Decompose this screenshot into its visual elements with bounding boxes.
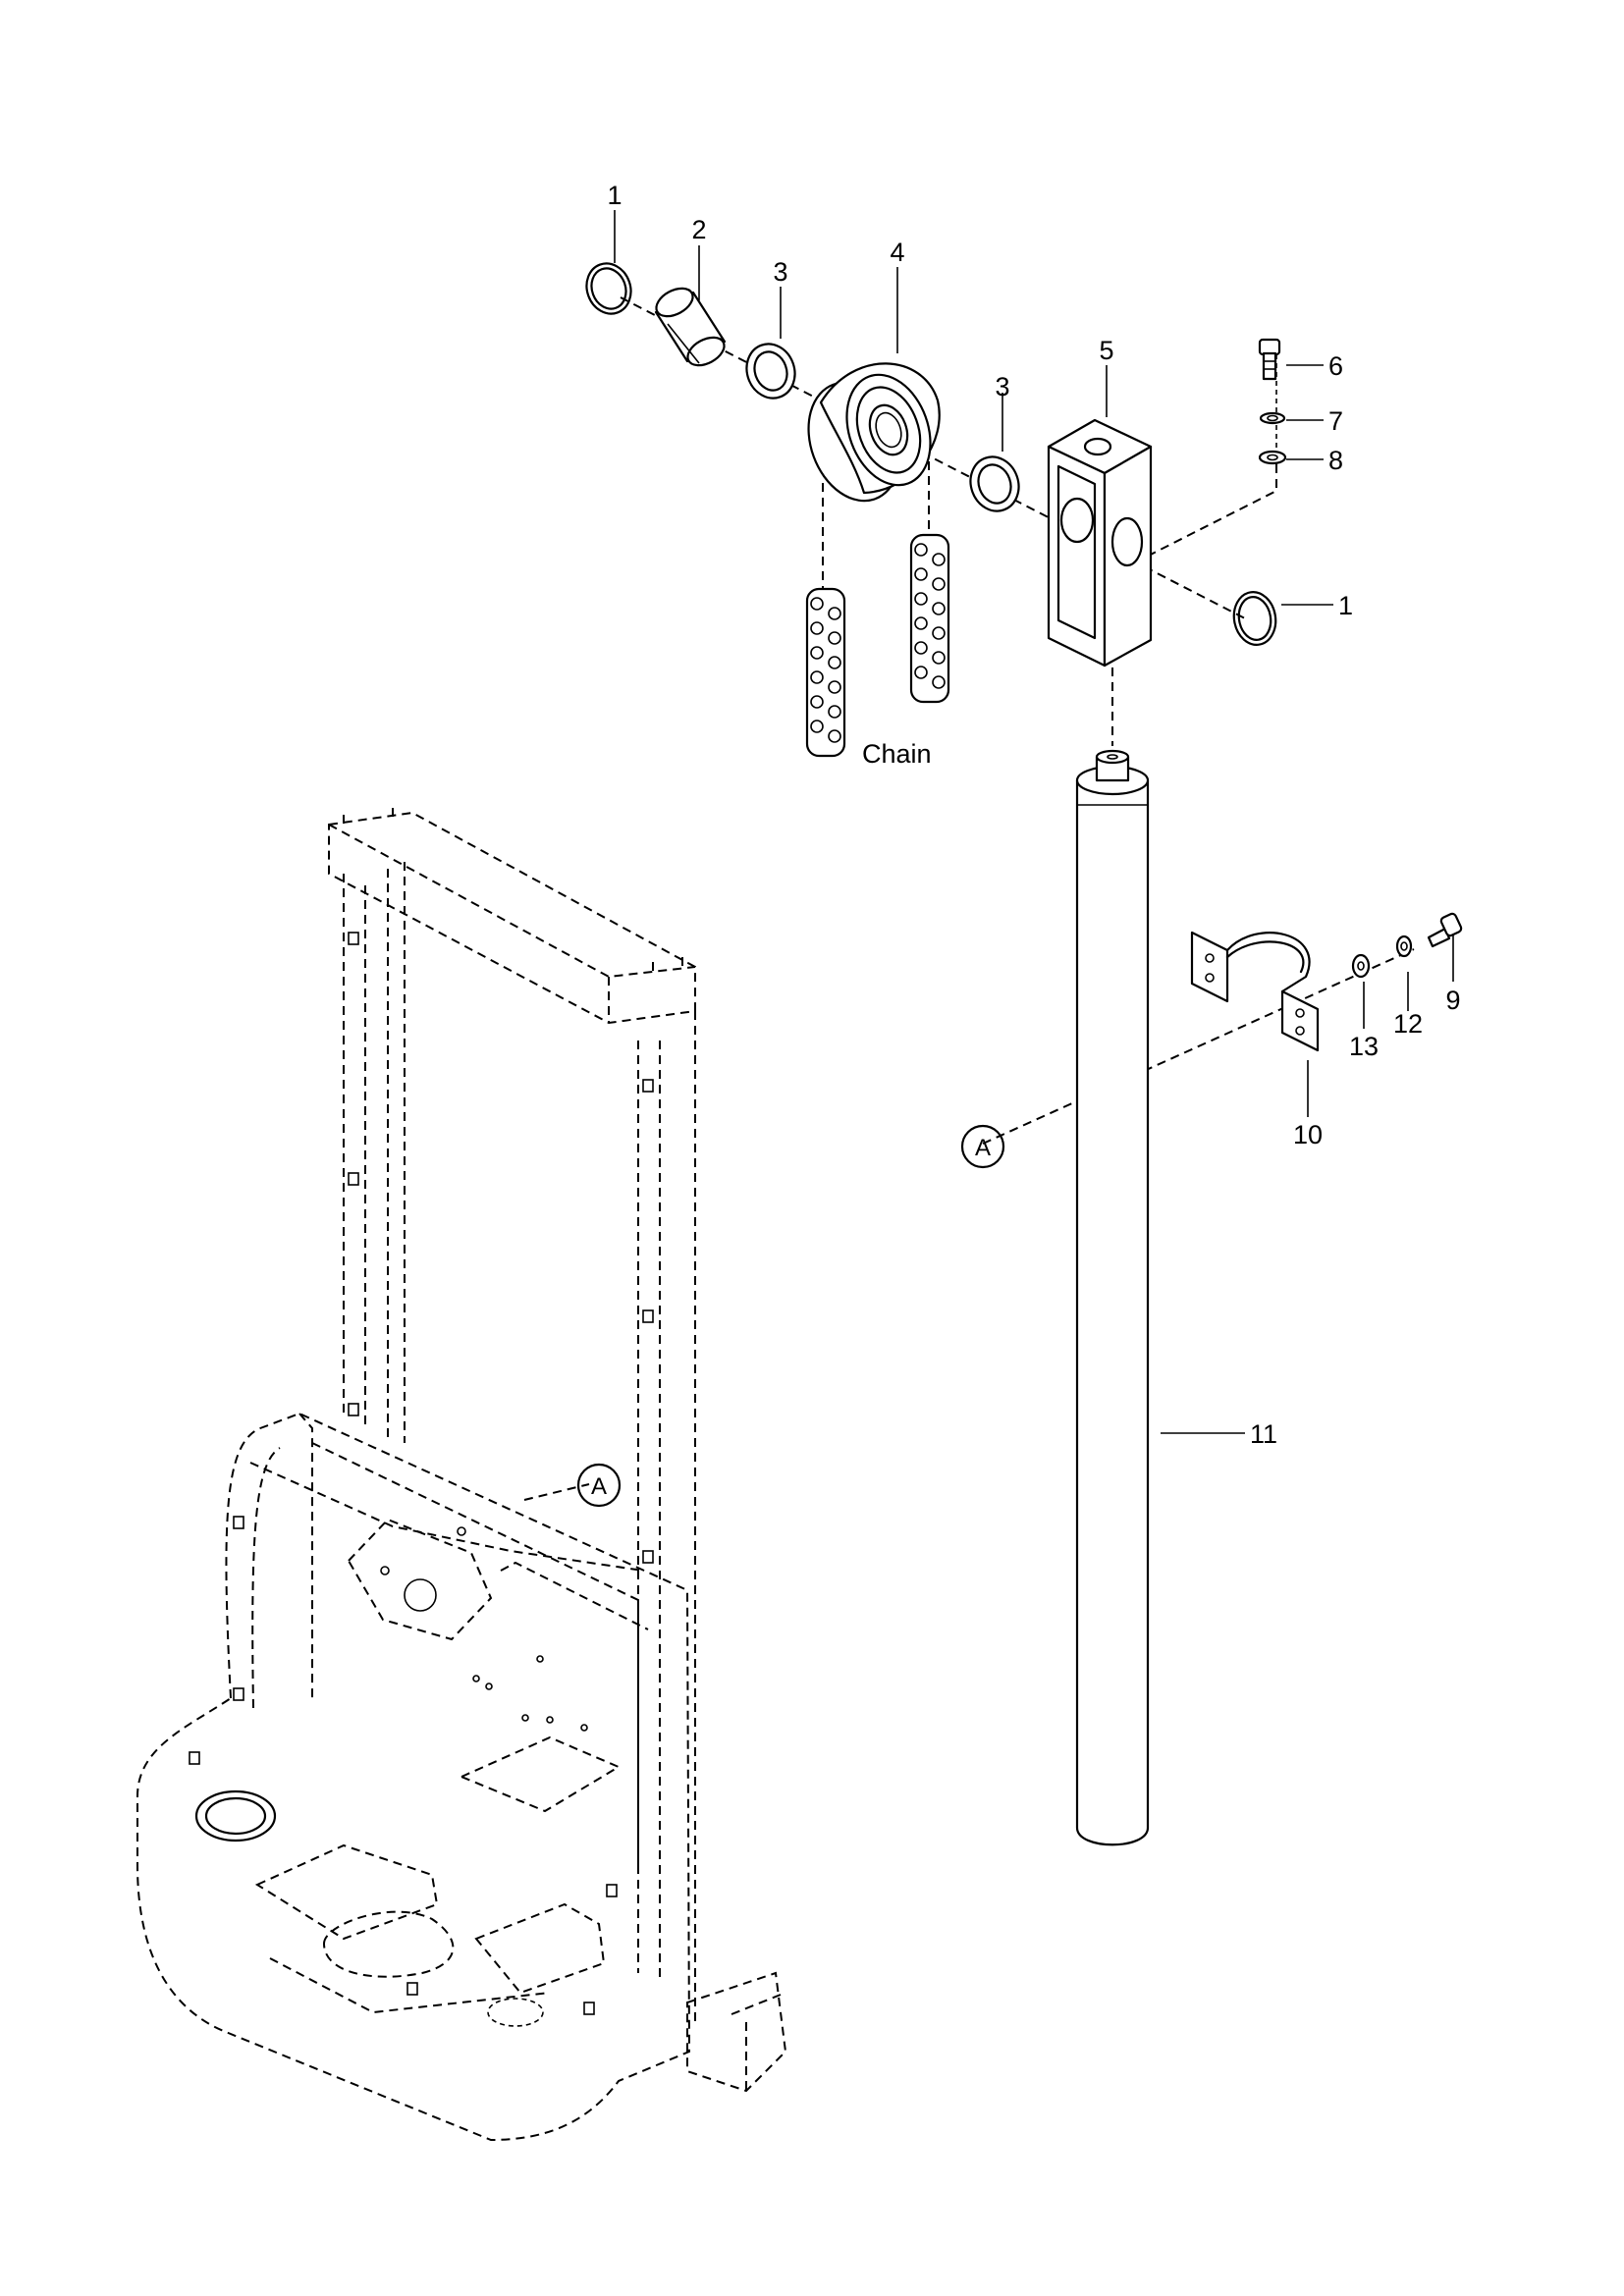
callout-8: 8 — [1328, 446, 1343, 475]
callout-10: 10 — [1293, 1120, 1323, 1149]
screw-part-9 — [1427, 912, 1463, 948]
callout-leaders — [614, 210, 1454, 1434]
callout-3-right: 3 — [995, 372, 1009, 401]
chain-left — [805, 587, 846, 758]
pin-part-2 — [654, 287, 727, 367]
flat-washer-part-8 — [1258, 450, 1287, 465]
snap-ring-part-1-upper — [585, 262, 632, 315]
reference-marker-a-right — [960, 1124, 1005, 1169]
callout-2: 2 — [691, 215, 706, 244]
screw-part-6 — [1258, 338, 1281, 381]
assembly-axis — [523, 296, 1415, 1501]
callout-7: 7 — [1328, 406, 1343, 436]
chain-label: Chain — [862, 739, 932, 769]
reference-marker-a-left-label: A — [591, 1473, 607, 1500]
mast-frame — [328, 808, 787, 2093]
snap-ring-part-1-right — [1232, 591, 1277, 646]
callout-11: 11 — [1250, 1419, 1277, 1449]
truck-chassis — [136, 1412, 691, 2142]
block-part-5 — [1047, 418, 1153, 667]
lock-washer-part-7 — [1259, 411, 1286, 425]
bracket-part-10 — [1190, 931, 1320, 1052]
callout-5: 5 — [1099, 336, 1113, 365]
callout-3-left: 3 — [773, 257, 787, 287]
washer-part-13 — [1351, 953, 1371, 979]
callout-13: 13 — [1349, 1032, 1379, 1061]
callout-12: 12 — [1393, 1009, 1423, 1039]
callout-1-upper: 1 — [607, 181, 622, 210]
lock-washer-part-12 — [1395, 934, 1413, 958]
callout-9: 9 — [1445, 986, 1460, 1015]
callout-1-right: 1 — [1338, 591, 1353, 620]
callout-4: 4 — [890, 238, 904, 267]
reference-marker-a-left — [576, 1463, 622, 1508]
chain-right — [909, 533, 950, 704]
sheave-part-4 — [807, 362, 941, 503]
reference-marker-a-right-label: A — [975, 1135, 991, 1161]
callout-6: 6 — [1328, 351, 1343, 381]
bushing-part-3-left — [745, 343, 796, 400]
bushing-part-3-right — [969, 455, 1020, 512]
cylinder-part-11 — [1075, 749, 1150, 1846]
callout-labels: 1 2 3 4 5 3 6 7 8 1 9 12 13 10 11 Chain … — [591, 181, 1461, 1500]
